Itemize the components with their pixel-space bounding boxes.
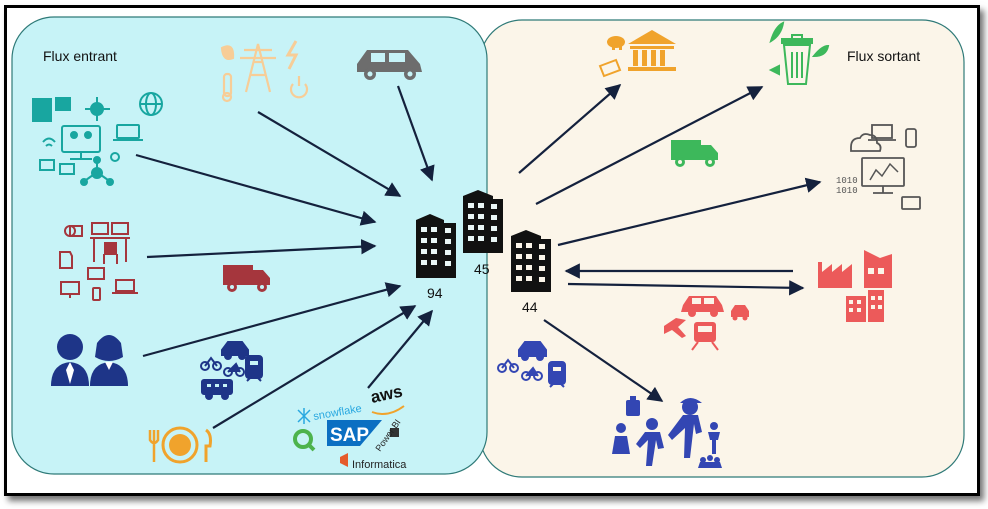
informatica-icon [340, 453, 348, 467]
green-truck-icon [671, 140, 718, 167]
factory-icon [818, 250, 892, 322]
transport-icon-cluster [200, 341, 263, 400]
outgoing-arrows [518, 83, 822, 402]
building-icon-44 [511, 230, 551, 292]
travel-icon-cluster [664, 296, 749, 351]
arrow-meal-to-94 [212, 305, 417, 429]
arrow-energy-to-94 [257, 111, 402, 197]
building-icon-94 [416, 214, 456, 278]
arrow-car-to-94 [396, 85, 435, 182]
building-45-count: 45 [474, 261, 490, 277]
arrow-to-bank [518, 83, 622, 174]
snowflake-logo [297, 408, 311, 424]
incoming-flow-label: Flux entrant [43, 48, 117, 64]
people-activity-icon-cluster [612, 396, 722, 468]
car-icon [357, 50, 422, 80]
arrow-to-computer [557, 177, 822, 247]
energy-icon-cluster [220, 40, 309, 103]
arrow-office-to-94 [146, 238, 377, 259]
arrow-people-to-94 [142, 282, 402, 358]
computer-data-icon-cluster: 1010 1010 [836, 124, 921, 210]
informatica-label: Informatica [352, 459, 407, 471]
qlik-logo [293, 429, 316, 452]
aws-smile [371, 405, 405, 415]
svg-text:1010: 1010 [836, 176, 858, 186]
office-desk-icon-cluster [59, 222, 138, 301]
mobility-icon-cluster [497, 341, 566, 388]
arrow-software-to-94 [367, 309, 433, 389]
sap-logo-box [327, 420, 382, 446]
business-people-icon [51, 334, 128, 386]
arrow-to-activities [543, 319, 664, 402]
it-network-icon-cluster [32, 92, 163, 186]
delivery-truck-icon [223, 265, 270, 292]
arrow-to-recycling [535, 86, 764, 205]
bank-money-icon [598, 30, 676, 78]
building-icon-45 [463, 190, 503, 253]
svg-text:1010: 1010 [836, 186, 858, 196]
arrow-44-to-factory [567, 280, 805, 296]
incoming-arrows [135, 85, 435, 429]
building-94-count: 94 [427, 285, 443, 301]
sap-label: SAP [330, 425, 369, 446]
recycling-bin-icon [768, 21, 830, 85]
meal-plate-icon [148, 426, 212, 464]
outgoing-panel [479, 19, 965, 478]
arrow-it-to-94 [135, 153, 377, 226]
outgoing-flow-label: Flux sortant [847, 48, 921, 64]
building-44-count: 44 [522, 299, 538, 315]
powerbi-icon [390, 428, 399, 437]
